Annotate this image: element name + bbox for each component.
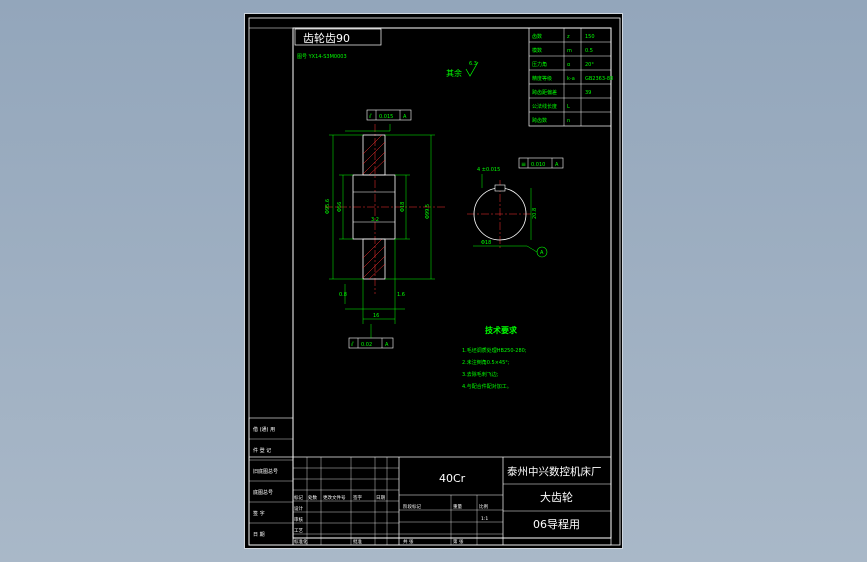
svg-text:A: A (385, 342, 389, 348)
roughness-rest: 其余 (446, 68, 462, 78)
title-block-label: 处数 (308, 494, 317, 501)
section-view: Φ95.6 Φ56 Φ18 Φ99.5 16 3.2 0.8 1.6 (325, 124, 445, 324)
tech-req-heading: 技术要求 (485, 325, 518, 335)
title-block-label: 标准化 (294, 538, 308, 545)
left-strip-label: 签 字 (253, 510, 265, 517)
title-block-label: 工艺 (294, 528, 303, 534)
param-cell: 20° (585, 62, 594, 68)
title-block-label: 签字 (353, 494, 362, 501)
end-view: 4 ±0.015 20.8 Φ18 A (467, 167, 548, 258)
param-cell: 齿数 (532, 33, 542, 40)
tech-req-item: 4.与配合件配对加工。 (462, 383, 512, 390)
left-strip-label: 借 (通) 用 (253, 426, 275, 433)
part-name: 大齿轮 (540, 490, 573, 504)
title-block-label: 批准 (353, 538, 362, 545)
param-cell: GB2363-88 (585, 76, 613, 82)
dim-width: 16 (373, 313, 379, 319)
title-block-label: 标记 (294, 494, 303, 501)
param-cell: 公法线长度 (532, 103, 557, 110)
title-block: 40Cr 泰州中兴数控机床厂 大齿轮 06导程用 标记处数更改文件号签字 日期设计… (248, 456, 612, 546)
param-cell: α (567, 62, 571, 68)
param-cell: n (567, 118, 570, 124)
tech-req-item: 3.去除毛刺飞边; (462, 371, 499, 378)
left-strip-label: 底图总号 (253, 489, 273, 496)
title-block-cell: 1:1 (481, 516, 488, 522)
title-block-cell: 共 张 (403, 538, 414, 545)
gdt-frame-bottom: ⫽ 0.02 A (348, 324, 394, 349)
title-block-cell: 比例 (479, 503, 488, 510)
title-block-cell: 重量 (453, 503, 462, 510)
svg-text:0.010: 0.010 (531, 162, 545, 168)
param-cell: 跨齿距偏差 (532, 89, 557, 96)
dim-keyway: 4 ±0.015 (477, 167, 500, 173)
inner-frame (292, 27, 612, 539)
left-strip-label: 件 登 记 (253, 447, 271, 454)
title-block-label: 设计 (294, 505, 303, 512)
datum-a-icon (536, 246, 548, 258)
param-cell: L (567, 104, 570, 110)
left-strip-label: 旧底图总号 (253, 468, 278, 475)
title-block-cell: 第 张 (453, 538, 464, 545)
svg-text:⫽: ⫽ (368, 113, 372, 120)
param-cell: 150 (585, 34, 595, 40)
drawing-sheet: 齿轮齿90 图号 YX14-S3M0003 其余 6.3 齿数 z 150 模数 m 0.… (244, 13, 623, 549)
dim-key-depth: 20.8 (532, 208, 538, 219)
param-cell: 0.5 (585, 48, 593, 54)
dim-bore-right: Φ18 (481, 240, 491, 246)
dim-root: Φ99.5 (425, 204, 431, 219)
param-table: 齿数 z 150 模数 m 0.5 压力角 α 20° 精度等级 k-a GB2363-88 跨齿距偏差… (528, 27, 613, 127)
title-tag: 齿轮齿90 (303, 31, 350, 45)
company: 泰州中兴数控机床厂 (507, 465, 602, 478)
param-cell: 精度等级 (532, 75, 552, 82)
dim-hub: Φ56 (337, 202, 343, 212)
rough-side: 1.6 (397, 292, 405, 298)
title-block-label: 更改文件号 (323, 494, 346, 501)
param-cell: 压力角 (532, 61, 547, 68)
param-cell: 跨齿数 (532, 117, 547, 124)
param-cell: m (567, 48, 572, 54)
svg-text:6.3: 6.3 (469, 61, 477, 67)
param-cell: 39 (585, 90, 591, 96)
svg-text:0.015: 0.015 (379, 114, 393, 120)
title-tag-box (294, 28, 382, 46)
cad-drawing: 齿轮齿90 图号 YX14-S3M0003 其余 6.3 齿数 z 150 模数 m 0.… (248, 17, 621, 546)
part-code: 图号 YX14-S3M0003 (297, 54, 347, 60)
tech-req-item: 1.毛坯调质处理HB250-280; (462, 347, 527, 354)
svg-text:A: A (555, 162, 559, 168)
roughness-icon (465, 61, 479, 77)
param-cell: z (567, 34, 570, 40)
param-cell: k-a (567, 76, 575, 82)
title-block-label: 审核 (294, 516, 303, 523)
title-block-cell: 阶段标记 (403, 503, 421, 510)
gdt-frame-top: ⫽ 0.015 A (366, 109, 412, 121)
dim-outer: Φ95.6 (325, 199, 331, 214)
title-block-label: 日期 (376, 495, 385, 501)
svg-text:A: A (403, 114, 407, 120)
rough-bore: 3.2 (371, 217, 379, 223)
svg-text:⫽: ⫽ (350, 341, 354, 348)
dim-bore: Φ18 (400, 202, 406, 212)
rough-face: 0.8 (339, 292, 347, 298)
svg-text:A: A (540, 250, 544, 256)
left-strip-label: 日 期 (253, 532, 265, 538)
project: 06导程用 (533, 518, 580, 531)
material: 40Cr (439, 472, 466, 485)
tech-requirements: 技术要求 1.毛坯调质处理HB250-280; 2.未注倒角0.5×45°; 3.去… (462, 325, 527, 390)
param-cell: 模数 (532, 47, 542, 54)
svg-text:0.02: 0.02 (361, 342, 372, 348)
svg-text:≡: ≡ (521, 161, 526, 168)
gdt-frame-right: ≡ 0.010 A (518, 157, 564, 169)
tech-req-item: 2.未注倒角0.5×45°; (462, 359, 510, 366)
